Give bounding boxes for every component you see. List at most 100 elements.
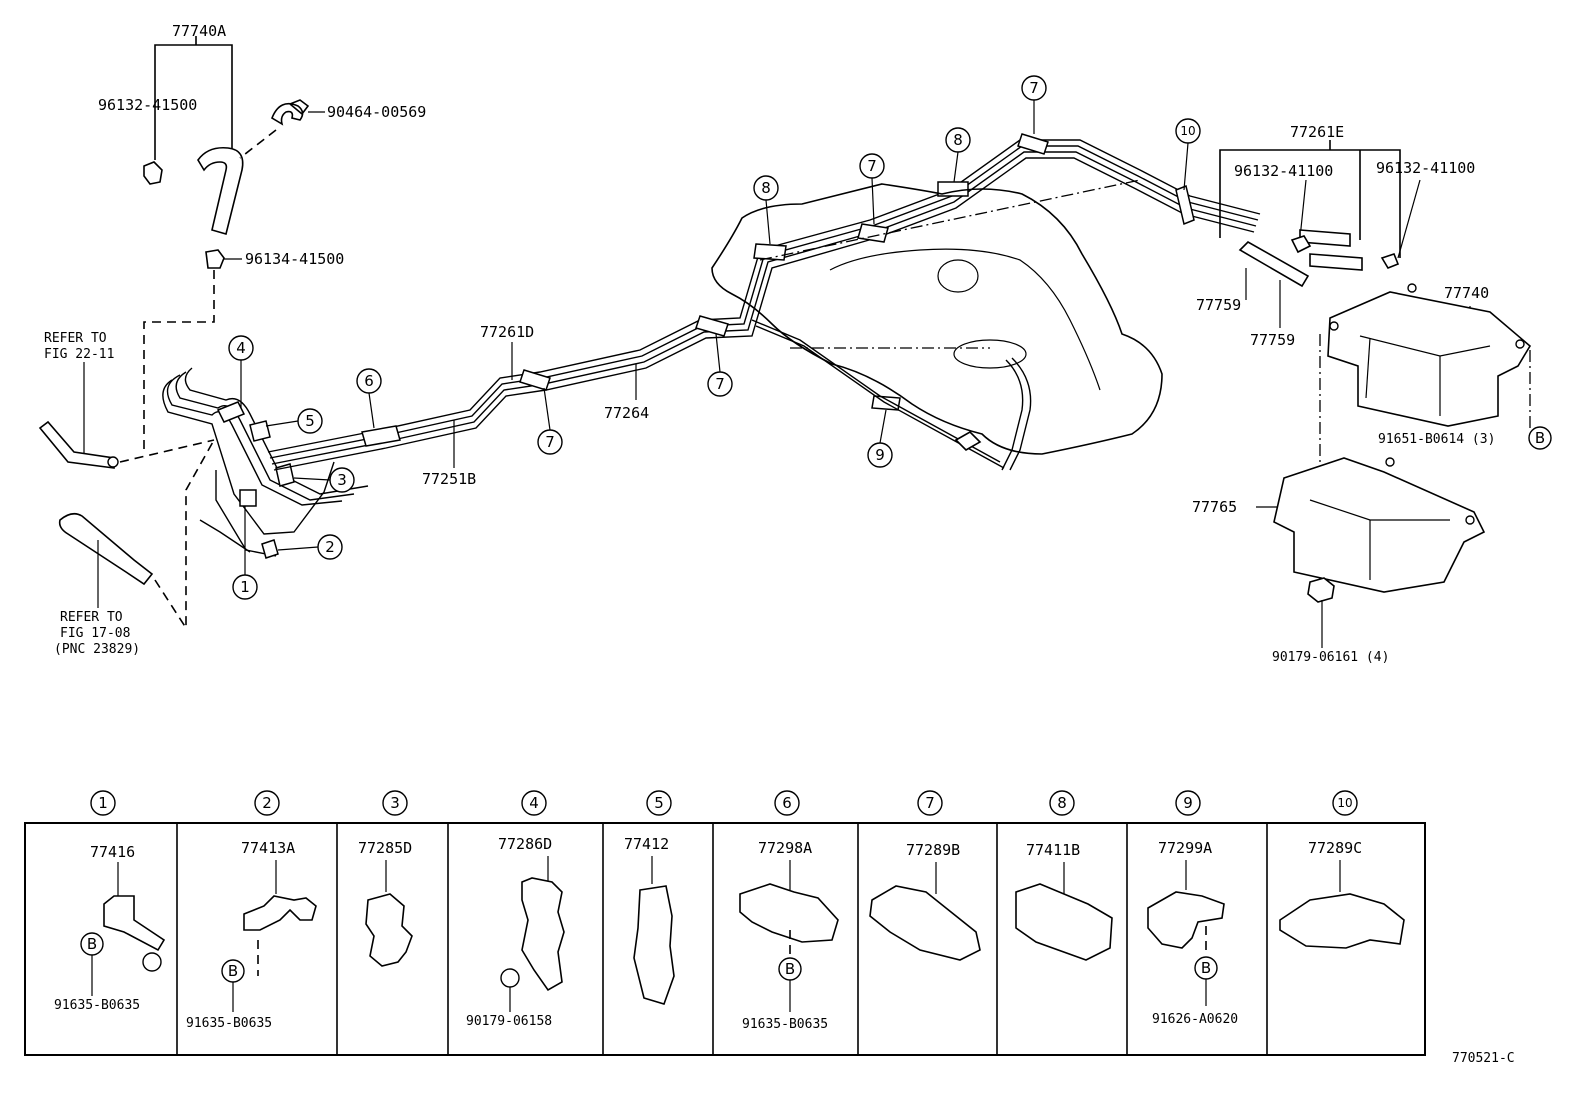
svg-text:10: 10 bbox=[1337, 796, 1352, 810]
callout-9: 9 bbox=[875, 446, 885, 464]
callout-5: 5 bbox=[305, 412, 315, 430]
callout-7: 7 bbox=[867, 157, 877, 175]
table-header-9: 9 bbox=[1175, 790, 1201, 816]
table-cell-7: 77289B bbox=[869, 841, 981, 961]
part-label-77261D: 77261D bbox=[480, 323, 534, 341]
clip-96134-icon bbox=[205, 249, 225, 269]
clamp-77289C-icon bbox=[1279, 893, 1405, 949]
canister-bracket-icon bbox=[1273, 457, 1486, 593]
callout-10: 10 bbox=[1180, 124, 1195, 138]
clamp-90464-icon bbox=[271, 99, 310, 126]
svg-text:5: 5 bbox=[654, 794, 664, 812]
table-header-3: 3 bbox=[382, 790, 408, 816]
cell-part-number: 77286D bbox=[498, 835, 552, 853]
table-cell-10: 77289C bbox=[1279, 839, 1405, 949]
part-label-77261E: 77261E bbox=[1290, 123, 1344, 141]
svg-text:7: 7 bbox=[925, 794, 935, 812]
nut-icon bbox=[1307, 577, 1335, 603]
callout-4: 4 bbox=[236, 339, 246, 357]
callout-2: 2 bbox=[325, 538, 335, 556]
clamp-77299A-icon bbox=[1147, 891, 1225, 949]
charcoal-canister-icon bbox=[1327, 291, 1532, 427]
part-label-96132-41100-a: 96132-41100 bbox=[1234, 162, 1333, 180]
table-header-7: 7 bbox=[917, 790, 943, 816]
fuel-tank bbox=[711, 179, 1163, 471]
cell-part-number: 77299A bbox=[1158, 839, 1212, 857]
part-label-91651-B0614: 91651-B0614 (3) bbox=[1378, 432, 1495, 447]
svg-text:3: 3 bbox=[390, 794, 400, 812]
table-cell-9: 77299A B 91626-A0620 bbox=[1147, 839, 1238, 1027]
table-cell-8: 77411B bbox=[1015, 841, 1113, 961]
table-header-4: 4 bbox=[521, 790, 547, 816]
cell-part-number: 77416 bbox=[90, 843, 135, 861]
part-label-96132-41100-b: 96132-41100 bbox=[1376, 159, 1475, 177]
svg-text:8: 8 bbox=[1057, 794, 1067, 812]
part-label-90464-00569: 90464-00569 bbox=[327, 103, 426, 121]
pipe-end-icon bbox=[38, 420, 115, 469]
table-header-8: 8 bbox=[1049, 790, 1075, 816]
callout-8: 8 bbox=[953, 131, 963, 149]
part-label-77740A: 77740A bbox=[172, 22, 226, 40]
clamp-77413A-icon bbox=[243, 895, 317, 931]
table-cell-1: 77416 B 91635-B0635 bbox=[54, 843, 166, 1013]
callout-markers: 4 5 3 2 1 6 7 7 8 7 bbox=[228, 75, 1201, 600]
clip-icon bbox=[1290, 235, 1312, 254]
table-header-6: 6 bbox=[774, 790, 800, 816]
svg-text:2: 2 bbox=[262, 794, 272, 812]
part-label-77765: 77765 bbox=[1192, 498, 1237, 516]
clamp-77416-icon bbox=[103, 895, 166, 952]
part-label-77251B: 77251B bbox=[422, 470, 476, 488]
cell-sub-part: 91635-B0635 bbox=[742, 1017, 828, 1032]
cell-part-number: 77285D bbox=[358, 839, 412, 857]
cell-sub-part: 91626-A0620 bbox=[1152, 1012, 1238, 1027]
refer-to-fig-17-08: REFER TO FIG 17-08 (PNC 23829) bbox=[54, 439, 215, 657]
svg-text:4: 4 bbox=[529, 794, 539, 812]
hose-assembly-77740A: 77740A 96132-41500 90464-00569 96134-415… bbox=[98, 22, 426, 455]
ref-b-marker: B bbox=[1535, 429, 1545, 447]
table-cell-4: 77286D 90179-06158 bbox=[466, 835, 565, 1029]
cell-part-number: 77289C bbox=[1308, 839, 1362, 857]
part-label-77264: 77264 bbox=[604, 404, 649, 422]
clamp-77286D-icon bbox=[521, 877, 565, 992]
clamp-77412-icon bbox=[633, 885, 675, 1005]
cell-sub-part: 91635-B0635 bbox=[54, 998, 140, 1013]
part-label-96134-41500: 96134-41500 bbox=[245, 250, 344, 268]
table-header-5: 5 bbox=[646, 790, 672, 816]
clamp-77411B-icon bbox=[1015, 883, 1113, 961]
hose-icon bbox=[1309, 253, 1363, 271]
part-label-77759-b: 77759 bbox=[1250, 331, 1295, 349]
part-label-77759-a: 77759 bbox=[1196, 296, 1241, 314]
figure-code: 770521-C bbox=[1452, 1051, 1515, 1066]
callout-7: 7 bbox=[715, 375, 725, 393]
table-cell-5: 77412 bbox=[624, 835, 675, 1005]
table-header-10: 10 bbox=[1332, 790, 1358, 816]
table-cell-6: 77298A B 91635-B0635 bbox=[739, 839, 839, 1032]
clip-icon bbox=[1380, 253, 1400, 269]
cell-part-number: 77298A bbox=[758, 839, 812, 857]
table-header-1: 1 bbox=[90, 790, 116, 816]
cell-sub-part: 91635-B0635 bbox=[186, 1016, 272, 1031]
table-header-2: 2 bbox=[254, 790, 280, 816]
refer-text-line2: FIG 22-11 bbox=[44, 347, 114, 362]
clamp-77289B-icon bbox=[869, 885, 981, 961]
part-label-90179-06161: 90179-06161 (4) bbox=[1272, 650, 1389, 665]
ref-b-marker: B bbox=[1201, 959, 1211, 977]
part-label-96132-41500: 96132-41500 bbox=[98, 96, 197, 114]
main-fuel-tubes bbox=[267, 133, 1261, 471]
table-cell-2: 77413A B 91635-B0635 bbox=[186, 839, 317, 1031]
cell-part-number: 77413A bbox=[241, 839, 295, 857]
cell-part-number: 77412 bbox=[624, 835, 669, 853]
ref-b-marker: B bbox=[87, 935, 97, 953]
callout-7: 7 bbox=[1029, 79, 1039, 97]
clamp-icon bbox=[143, 161, 163, 185]
cell-part-number: 77411B bbox=[1026, 841, 1080, 859]
ref-b-marker: B bbox=[785, 960, 795, 978]
callout-1: 1 bbox=[240, 578, 250, 596]
svg-text:6: 6 bbox=[782, 794, 792, 812]
refer-text-line1: REFER TO bbox=[60, 610, 123, 625]
ref-b-marker: B bbox=[228, 962, 238, 980]
callout-8: 8 bbox=[761, 179, 771, 197]
canister-group: 77261E 96132-41100 96132-41100 77759 777… bbox=[1192, 123, 1552, 665]
front-tube-cluster bbox=[162, 367, 369, 559]
